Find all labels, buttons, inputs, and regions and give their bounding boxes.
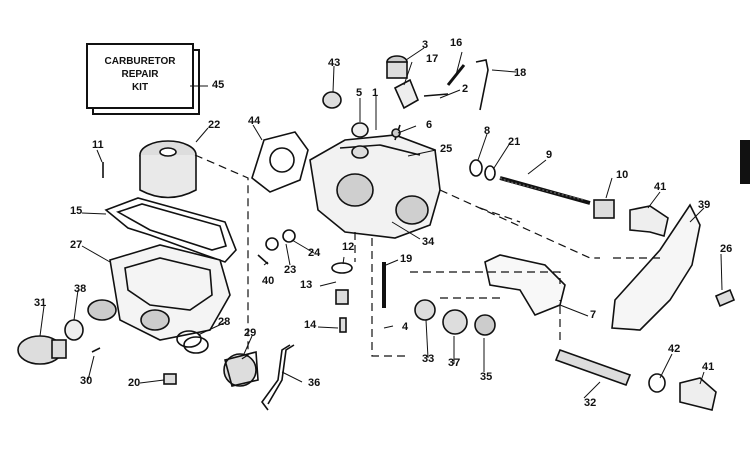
part-30-pin xyxy=(91,347,101,353)
part-20-screw xyxy=(163,373,177,385)
callout-17: 17 xyxy=(426,53,438,65)
callout-14: 14 xyxy=(304,319,317,331)
callout-2: 2 xyxy=(462,83,468,95)
callout-43: 43 xyxy=(328,57,340,69)
callout-32: 32 xyxy=(584,397,596,409)
callout-20: 20 xyxy=(128,377,140,389)
callout-26: 26 xyxy=(720,243,732,255)
callout-34: 34 xyxy=(422,236,435,248)
callout-8: 8 xyxy=(484,125,490,137)
callout-36: 36 xyxy=(308,377,320,389)
part-13-seat xyxy=(335,289,349,305)
part-37-cam xyxy=(442,309,468,335)
callout-37: 37 xyxy=(448,357,460,369)
callout-1: 1 xyxy=(372,87,378,99)
part-7-bracket xyxy=(484,254,566,316)
part-32-lever xyxy=(554,348,632,387)
part-41-knob-lower xyxy=(679,377,717,411)
part-35-fitting xyxy=(474,314,496,336)
part-15-gasket xyxy=(104,197,237,263)
part-31-drain-plug xyxy=(17,335,67,365)
part-38-plug xyxy=(64,319,84,341)
callout-21: 21 xyxy=(508,136,520,148)
part-8-washer xyxy=(469,159,483,177)
callout-4: 4 xyxy=(402,321,409,333)
callout-24: 24 xyxy=(308,247,321,259)
part-6-ball xyxy=(391,128,401,138)
part-3-cap xyxy=(386,55,408,79)
callout-30: 30 xyxy=(80,375,92,387)
kit-label: CARBURETOR REPAIR KIT xyxy=(104,56,176,93)
part-27-float-bowl xyxy=(87,244,231,341)
callout-23: 23 xyxy=(284,264,296,276)
callout-40: 40 xyxy=(262,275,274,287)
callout-33: 33 xyxy=(422,353,434,365)
callout-41: 41 xyxy=(702,361,714,373)
carburetor-repair-kit-box: CARBURETOR REPAIR KIT xyxy=(86,43,194,109)
part-40-pin xyxy=(257,254,269,265)
part-29-valve xyxy=(223,350,259,387)
callout-31: 31 xyxy=(34,297,46,309)
page-tab-marker xyxy=(740,140,750,184)
callout-13: 13 xyxy=(300,279,312,291)
carburetor-body xyxy=(309,124,441,239)
callout-25: 25 xyxy=(440,143,452,155)
part-17-lever xyxy=(393,78,420,110)
callout-7: 7 xyxy=(590,309,596,321)
part-23-washer xyxy=(265,237,279,251)
part-24-washer xyxy=(282,229,296,243)
callout-41: 41 xyxy=(654,181,666,193)
callout-15: 15 xyxy=(70,205,82,217)
part-41-knob-upper xyxy=(629,205,669,238)
part-5-cap xyxy=(351,122,369,138)
callout-35: 35 xyxy=(480,371,492,383)
callout-3: 3 xyxy=(422,39,428,51)
callout-39: 39 xyxy=(698,199,710,211)
callout-9: 9 xyxy=(546,149,552,161)
callout-6: 6 xyxy=(426,119,432,131)
callout-10: 10 xyxy=(616,169,628,181)
part-43-nut xyxy=(322,91,342,109)
part-18-link xyxy=(475,59,489,111)
callout-11: 11 xyxy=(92,139,104,151)
part-28-oring xyxy=(176,330,209,354)
part-33-bushing xyxy=(414,299,436,321)
callout-28: 28 xyxy=(218,316,230,328)
callout-5: 5 xyxy=(356,87,362,99)
part-42-washer xyxy=(648,373,666,393)
callout-44: 44 xyxy=(248,115,261,127)
callout-18: 18 xyxy=(514,67,526,79)
part-9-needle xyxy=(499,176,591,205)
part-39-cover xyxy=(611,203,701,331)
callout-22: 22 xyxy=(208,119,220,131)
callout-19: 19 xyxy=(400,253,412,265)
callout-38: 38 xyxy=(74,283,86,295)
part-22-float xyxy=(139,140,197,199)
part-10-plug xyxy=(593,199,615,219)
part-2-screw xyxy=(423,93,449,97)
callout-16: 16 xyxy=(450,37,462,49)
part-44-gasket xyxy=(251,131,309,193)
part-36-link-rod xyxy=(261,344,291,411)
callout-42: 42 xyxy=(668,343,680,355)
part-14-needle xyxy=(339,317,347,333)
callout-12: 12 xyxy=(342,241,354,253)
part-12-washer xyxy=(331,262,353,274)
part-26-screw xyxy=(714,288,736,308)
callout-27: 27 xyxy=(70,239,82,251)
callout-29: 29 xyxy=(244,327,256,339)
part-21-washer xyxy=(484,165,496,181)
callout-45: 45 xyxy=(212,79,224,91)
